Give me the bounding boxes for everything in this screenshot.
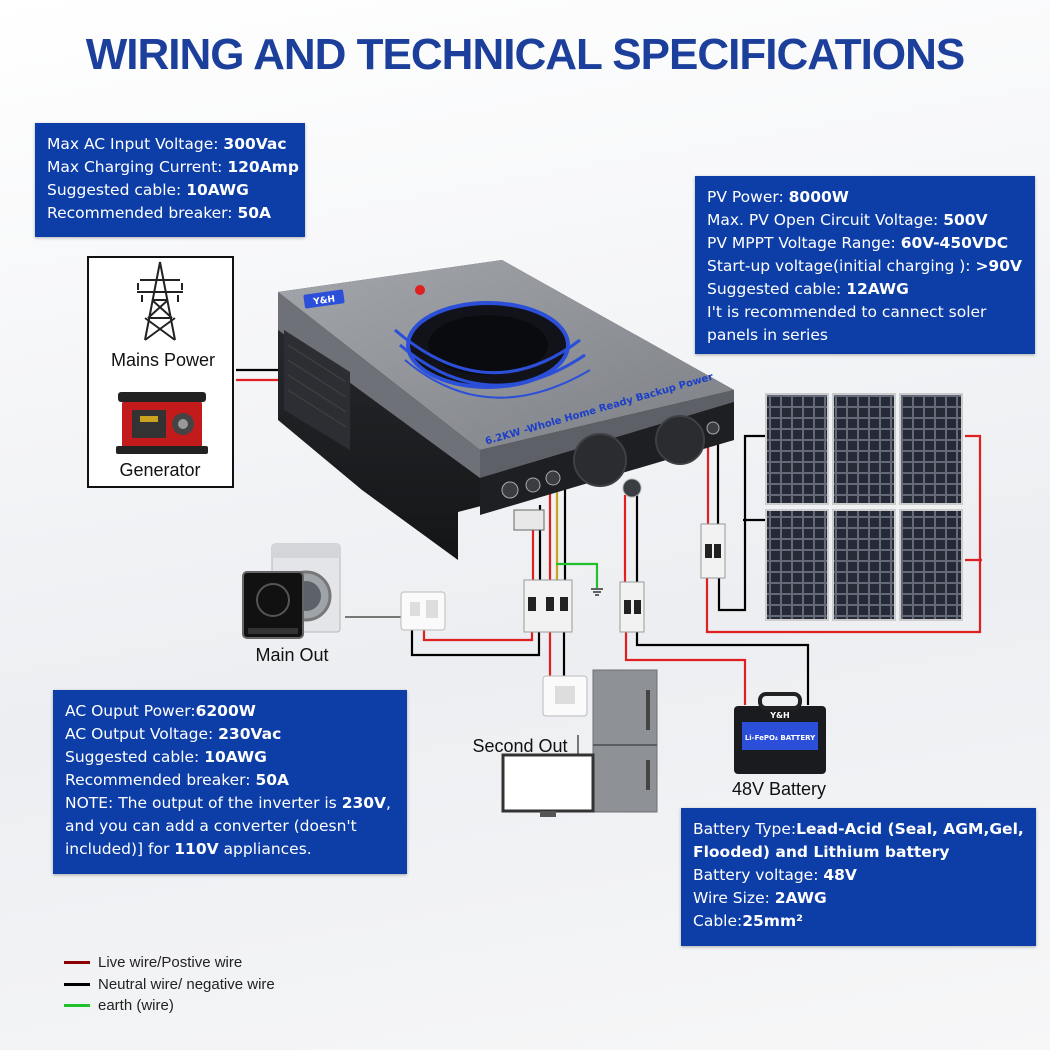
induction-cooker-icon [242, 571, 304, 639]
spec-line: Recommended breaker: 50A [65, 771, 290, 789]
battery-type: Battery Type:Lead-Acid (Seal, AGM,Gel, F… [693, 820, 1024, 861]
battery-icon: Y&H Li-FePO₄ BATTERY [734, 692, 826, 774]
inverter: Y&H 6.2KW -Whole Home Ready Backup Power [278, 260, 734, 560]
battery-chemistry: Li-FePO₄ BATTERY [745, 734, 816, 742]
spec-line: Start-up voltage(initial charging ): >90… [707, 257, 1022, 275]
ac-input-spec-box: Max AC Input Voltage: 300Vac Max Chargin… [35, 123, 305, 237]
legend-item-live: Live wire/Postive wire [64, 952, 275, 974]
output-note: NOTE: The output of the inverter is 230V… [65, 794, 391, 858]
pylon-icon [137, 261, 183, 341]
legend-item-neutral: Neutral wire/ negative wire [64, 974, 275, 996]
ground-icon [591, 588, 603, 596]
battery-spec-box: Battery Type:Lead-Acid (Seal, AGM,Gel, F… [681, 808, 1036, 946]
wall-socket-second [542, 675, 588, 717]
legend: Live wire/Postive wire Neutral wire/ neg… [64, 952, 275, 1017]
breaker-output [523, 579, 573, 633]
battery-label: 48V Battery [732, 779, 826, 799]
ac-output-spec-box: AC Ouput Power:6200W AC Output Voltage: … [53, 690, 407, 874]
generator-label: Generator [119, 460, 200, 480]
generator-icon [116, 392, 208, 454]
breaker-battery [619, 581, 645, 633]
main-out-label: Main Out [255, 645, 328, 665]
spec-line: Suggested cable: 10AWG [47, 181, 249, 199]
refrigerator-icon [592, 669, 658, 813]
spec-line: Recommended breaker: 50A [47, 204, 272, 222]
page-title: WIRING AND TECHNICAL SPECIFICATIONS [85, 30, 965, 79]
monitor-icon [501, 753, 595, 817]
spec-line: Suggested cable: 12AWG [707, 280, 909, 298]
wall-socket-main [400, 591, 446, 631]
battery-brand: Y&H [769, 711, 789, 720]
spec-line: Suggested cable: 10AWG [65, 748, 267, 766]
pv-note: I't is recommended to cannect soler pane… [707, 303, 987, 344]
spec-line: Max AC Input Voltage: 300Vac [47, 135, 287, 153]
solar-panels [765, 393, 963, 621]
mains-power-label: Mains Power [111, 350, 215, 370]
second-out-label: Second Out [472, 736, 567, 756]
spec-line: Cable:25mm² [693, 912, 803, 930]
legend-item-earth: earth (wire) [64, 995, 275, 1017]
spec-line: PV MPPT Voltage Range: 60V-450VDC [707, 234, 1009, 252]
spec-line: AC Output Voltage: 230Vac [65, 725, 282, 743]
spec-line: AC Ouput Power:6200W [65, 702, 256, 720]
spec-line: Battery voltage: 48V [693, 866, 857, 884]
inverter-brand: Y&H [312, 295, 336, 308]
pv-spec-box: PV Power: 8000W Max. PV Open Circuit Vol… [695, 176, 1035, 354]
spec-line: PV Power: 8000W [707, 188, 849, 206]
spec-line: Max. PV Open Circuit Voltage: 500V [707, 211, 988, 229]
spec-line: Wire Size: 2AWG [693, 889, 827, 907]
breaker-pv [700, 523, 726, 579]
spec-line: Max Charging Current: 120Amp [47, 158, 299, 176]
